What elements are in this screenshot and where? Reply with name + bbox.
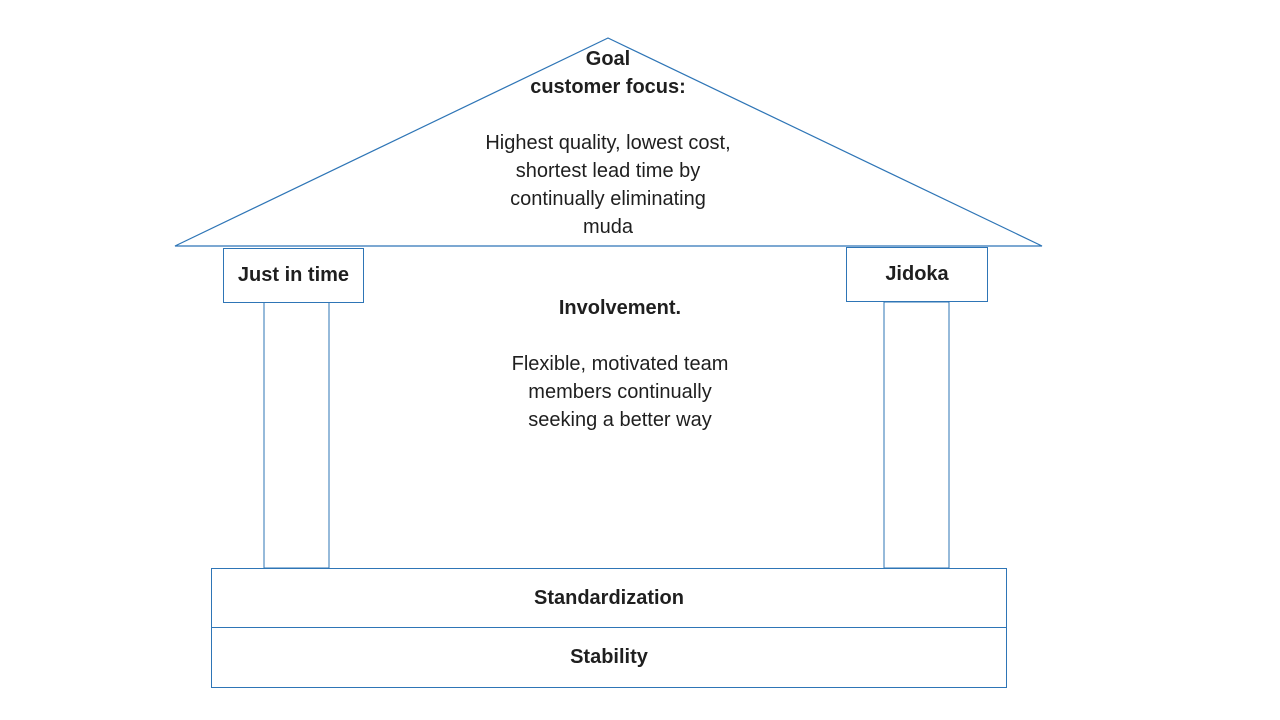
roof-body-line: continually eliminating bbox=[510, 188, 706, 210]
stability-label: Stability bbox=[570, 646, 648, 668]
center-body-line: seeking a better way bbox=[528, 409, 712, 431]
standardization-label: Standardization bbox=[533, 586, 684, 609]
center-title: Involvement. bbox=[558, 297, 682, 319]
center-body-line: members continually bbox=[528, 381, 712, 403]
right-pillar-label-box: Jidoka bbox=[846, 247, 988, 302]
roof-body-line: shortest lead time by bbox=[515, 160, 701, 182]
standardization-box: Standardization bbox=[211, 568, 1007, 628]
roof-body-line: Highest quality, lowest cost, bbox=[485, 132, 731, 154]
center-body-line: Flexible, motivated team bbox=[511, 353, 729, 375]
roof-body-line: muda bbox=[582, 216, 634, 238]
left-pillar-label: Just in time bbox=[237, 264, 350, 286]
right-pillar-label: Jidoka bbox=[885, 263, 949, 285]
roof-title: Goal bbox=[585, 48, 631, 70]
stability-box: Stability bbox=[211, 627, 1007, 688]
roof-text: Goal customer focus: Highest quality, lo… bbox=[458, 45, 758, 241]
left-pillar-column bbox=[263, 301, 330, 569]
roof-subtitle: customer focus: bbox=[530, 76, 686, 98]
center-text: Involvement. Flexible, motivated team me… bbox=[470, 294, 770, 434]
right-pillar-column bbox=[883, 301, 950, 569]
left-pillar-label-box: Just in time bbox=[223, 248, 364, 303]
